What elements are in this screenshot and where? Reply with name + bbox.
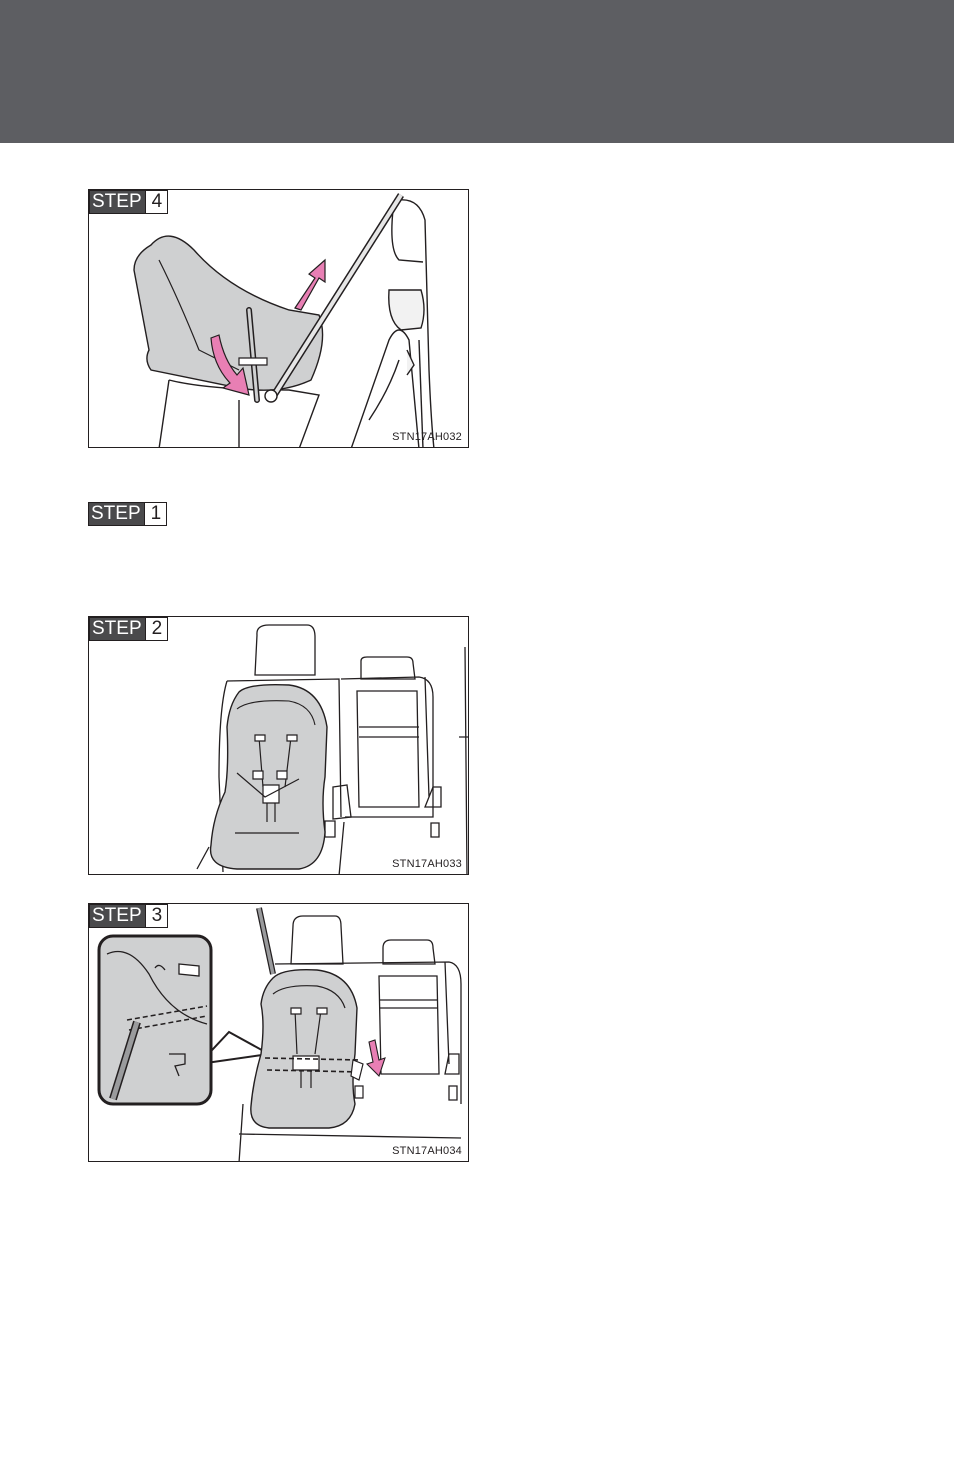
infant-seat-illustration: [133, 193, 435, 447]
step-number: 3: [144, 905, 168, 927]
figure-code: STN17AH034: [392, 1145, 462, 1157]
seat-belt-routing-illustration: [97, 907, 462, 1161]
arrow-down-icon: [365, 1039, 386, 1078]
step-number: 2: [144, 618, 168, 640]
step-number: 4: [144, 191, 168, 213]
child-seat-placement-illustration: [196, 624, 468, 874]
step-badge: STEP 2: [89, 617, 169, 641]
arrow-down-icon: [210, 334, 250, 396]
step-word: STEP: [90, 191, 145, 213]
step-badge: STEP 4: [89, 190, 169, 214]
figure-step-4: STEP 4 STN17AH032: [88, 189, 469, 448]
header-bar: [0, 0, 954, 143]
step-word: STEP: [89, 503, 144, 525]
figure-step-3: STEP 3 STN17AH034: [88, 903, 469, 1162]
step-word: STEP: [90, 905, 145, 927]
figure-code: STN17AH033: [392, 858, 462, 870]
step-badge-standalone: STEP 1: [88, 502, 168, 526]
arrow-up-icon: [294, 258, 326, 311]
figure-step-2: STEP 2 STN17AH033: [88, 616, 469, 875]
step-number: 1: [143, 503, 167, 525]
step-word: STEP: [90, 618, 145, 640]
step-badge: STEP 3: [89, 904, 169, 928]
figure-code: STN17AH032: [392, 431, 462, 443]
